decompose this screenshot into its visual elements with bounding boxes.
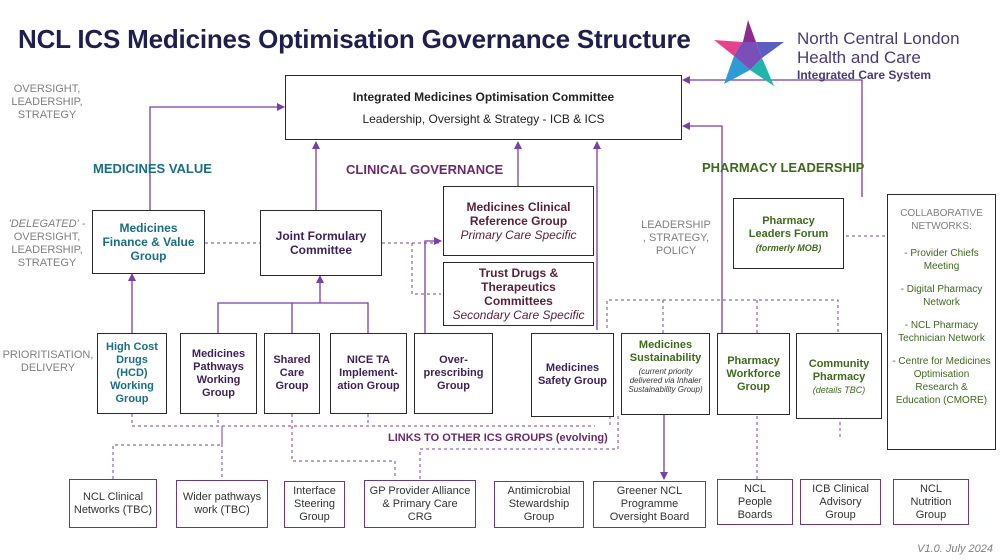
plf-title: Pharmacy Leaders Forum [748, 214, 829, 240]
shared-care-label: Shared Care Group [273, 354, 311, 392]
heading-links: LINKS TO OTHER ICS GROUPS (evolving) [388, 432, 608, 444]
safety-box[interactable]: Medicines Safety Group [531, 333, 614, 417]
logo-line-2: Health and Care [797, 48, 921, 67]
hcd-label: High Cost Drugs (HCD) Working Group [106, 341, 158, 405]
bottom-group-antimicrobial[interactable]: Antimicrobial Stewardship Group [494, 481, 584, 528]
safety-label: Medicines Safety Group [537, 362, 608, 387]
label-prioritisation: PRIORITISATION, DELIVERY [0, 349, 96, 375]
workforce-label: Pharmacy Workforce Group [726, 354, 781, 393]
collab-item: - Centre for Medicines Optimisation Rese… [892, 356, 991, 406]
jfc-label: Joint Formulary Committee [275, 229, 367, 257]
hcd-box[interactable]: High Cost Drugs (HCD) Working Group [97, 333, 167, 414]
collaborative-networks-box[interactable]: COLLABORATIVE NETWORKS: - Provider Chief… [887, 194, 996, 450]
plf-box[interactable]: Pharmacy Leaders Forum (formerly MOB) [733, 198, 844, 269]
label-delegated: 'DELEGATED' - OVERSIGHT, LEADERSHIP, STR… [4, 218, 90, 270]
bottom-group-label: GP Provider Alliance & Primary Care CRG [369, 484, 471, 523]
label-line: STRATEGY [17, 257, 77, 269]
label-oversight: OVERSIGHT, LEADERSHIP, STRATEGY [6, 83, 88, 122]
imoc-title: Integrated Medicines Optimisation Commit… [352, 89, 615, 104]
imoc-subtitle: Leadership, Oversight & Strategy - ICB &… [362, 111, 605, 126]
label-line: STRATEGY [17, 109, 77, 121]
sustainability-box[interactable]: Medicines Sustainability (current priori… [621, 333, 710, 415]
heading-clinical-governance: CLINICAL GOVERNANCE [346, 162, 504, 177]
sustainability-subtitle: (current priority delivered via Inhaler … [628, 367, 703, 394]
bottom-group-people-boards[interactable]: NCL People Boards [717, 479, 793, 525]
bottom-group-clinical-advisory[interactable]: ICB Clinical Advisory Group [800, 479, 881, 525]
bottom-group-label: NCL Nutrition Group [910, 482, 952, 521]
plf-subtitle: (formerly MOB) [755, 242, 822, 253]
imoc-box[interactable]: Integrated Medicines Optimisation Commit… [285, 75, 682, 140]
mcrg-box[interactable]: Medicines Clinical Reference Group Prima… [443, 186, 594, 256]
dtc-title: Trust Drugs & Therapeutics Committees [478, 266, 559, 308]
jfc-box[interactable]: Joint Formulary Committee [260, 210, 382, 276]
sustainability-title: Medicines Sustainability [629, 339, 702, 364]
bottom-group-label: Wider pathways work (TBC) [182, 491, 262, 516]
shared-care-box[interactable]: Shared Care Group [264, 333, 320, 414]
label-line: OVERSIGHT, [13, 231, 81, 243]
collab-heading: COLLABORATIVE NETWORKS: [900, 208, 983, 232]
label-line: DELIVERY [20, 362, 76, 374]
bottom-group-nutrition[interactable]: NCL Nutrition Group [893, 479, 969, 525]
collab-item: - NCL Pharmacy Technician Network [898, 320, 985, 344]
label-line: LEADERSHIP, [11, 96, 83, 108]
label-leadership: LEADERSHIP , STRATEGY, POLICY [633, 219, 719, 258]
label-line: OVERSIGHT, [13, 83, 81, 95]
nice-ta-label: NICE TA Implement-ation Group [337, 354, 400, 392]
overprescribing-label: Over-prescribing Group [423, 354, 484, 392]
bottom-group-label: Greener NCL Programme Oversight Board [609, 485, 690, 523]
logo-line-3: Integrated Care System [797, 68, 932, 82]
bottom-group-gp-provider[interactable]: GP Provider Alliance & Primary Care CRG [364, 480, 476, 528]
bottom-group-label: NCL Clinical Networks (TBC) [73, 490, 153, 516]
bottom-group-label: Interface Steering Group [293, 485, 336, 523]
label-line: , STRATEGY, [642, 232, 710, 244]
label-line: POLICY [655, 245, 697, 257]
community-subtitle: (details TBC) [812, 384, 866, 395]
finance-value-label: Medicines Finance & Value Group [102, 221, 195, 263]
community-pharmacy-box[interactable]: Community Pharmacy (details TBC) [796, 333, 882, 419]
bottom-group-clinical-networks[interactable]: NCL Clinical Networks (TBC) [69, 479, 157, 528]
logo-text: North Central London Health and Care Int… [797, 29, 997, 83]
heading-pharmacy-leadership: PHARMACY LEADERSHIP [702, 160, 865, 175]
finance-value-box[interactable]: Medicines Finance & Value Group [92, 210, 205, 274]
bottom-group-wider-pathways[interactable]: Wider pathways work (TBC) [176, 480, 268, 528]
label-line: LEADERSHIP, [11, 244, 83, 256]
community-title: Community Pharmacy [808, 357, 870, 383]
version-label: V1.0. July 2024 [917, 543, 993, 555]
bottom-group-interface-steering[interactable]: Interface Steering Group [284, 481, 345, 528]
star-logo-icon [714, 20, 784, 86]
collab-item: - Provider Chiefs Meeting [904, 248, 979, 272]
mcrg-title: Medicines Clinical Reference Group [466, 200, 571, 228]
page-title: NCL ICS Medicines Optimisation Governanc… [18, 24, 691, 54]
dtc-subtitle: Secondary Care Specific [452, 308, 585, 322]
mpwg-box[interactable]: Medicines Pathways Working Group [180, 333, 257, 414]
workforce-box[interactable]: Pharmacy Workforce Group [717, 333, 790, 415]
heading-medicines-value: MEDICINES VALUE [93, 161, 212, 176]
label-line: 'DELEGATED' - [8, 218, 86, 230]
ncl-logo [712, 16, 792, 88]
bottom-group-label: Antimicrobial Stewardship Group [507, 485, 571, 523]
collab-item: - Digital Pharmacy Network [900, 284, 983, 308]
logo-line-1: North Central London [797, 29, 960, 48]
label-line: LEADERSHIP [641, 219, 711, 231]
overprescribing-box[interactable]: Over-prescribing Group [414, 333, 493, 414]
mpwg-label: Medicines Pathways Working Group [191, 347, 246, 399]
label-line: PRIORITISATION, [2, 349, 94, 361]
dtc-box[interactable]: Trust Drugs & Therapeutics Committees Se… [443, 262, 594, 326]
bottom-group-greener-ncl[interactable]: Greener NCL Programme Oversight Board [593, 481, 706, 528]
mcrg-subtitle: Primary Care Specific [460, 228, 577, 242]
bottom-group-label: ICB Clinical Advisory Group [812, 482, 869, 521]
bottom-group-label: NCL People Boards [737, 482, 773, 521]
nice-ta-box[interactable]: NICE TA Implement-ation Group [330, 333, 407, 414]
